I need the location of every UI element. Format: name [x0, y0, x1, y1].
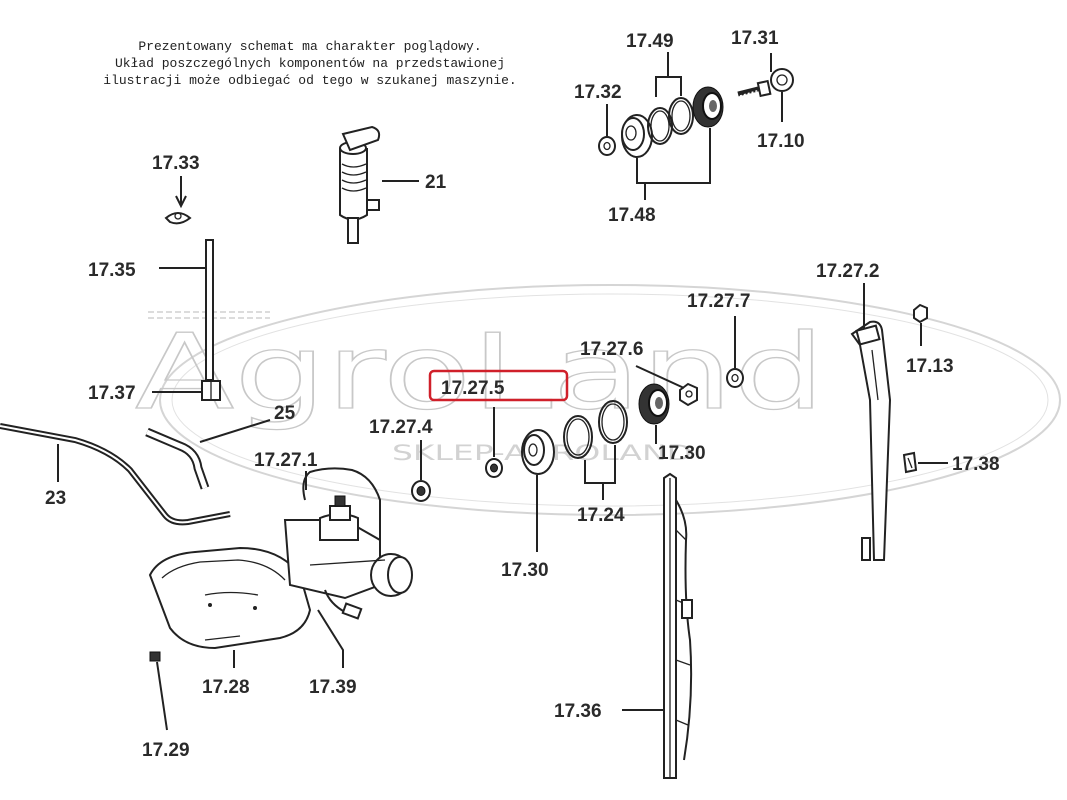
highlight-box-17-27-5: [428, 369, 569, 402]
label-17-27-1[interactable]: 17.27.1: [254, 450, 318, 471]
label-17-27-7[interactable]: 17.27.7: [687, 291, 750, 312]
label-17-24[interactable]: 17.24: [577, 505, 625, 526]
part-17-10-washer: [770, 68, 794, 92]
part-17-36-wiper-blade: [663, 472, 693, 779]
leader-17-48: [636, 128, 711, 184]
leader-17-24: [584, 445, 616, 484]
disclaimer-line-3: ilustracji może odbiegać od tego w szuka…: [103, 73, 517, 88]
label-17-36[interactable]: 17.36: [554, 701, 602, 722]
watermark-ellipse-inner: [171, 293, 1049, 507]
part-17-35-hose: [205, 239, 214, 381]
leader-17-27-6: [635, 365, 685, 389]
label-17-27-2[interactable]: 17.27.2: [816, 261, 879, 282]
part-17-28-cover: [148, 546, 312, 650]
part-17-48-seal: [692, 86, 724, 128]
label-17-30-bushing[interactable]: 17.30: [501, 560, 549, 581]
part-17-38-clip: [902, 451, 918, 474]
part-17-31-bolt: [737, 79, 772, 98]
part-17-29-bolt: [149, 651, 161, 662]
part-labels: 17.49 17.31 17.32 17.10 17.48 17.33 21 1…: [45, 28, 1000, 761]
leader-25: [199, 419, 271, 443]
disclaimer-line-1: Prezentowany schemat ma charakter pogląd…: [138, 39, 482, 54]
part-23-pipe-inner: [0, 425, 231, 524]
part-17-27-1-motor: [283, 467, 413, 620]
part-17-33-clip: [164, 212, 192, 225]
label-17-39[interactable]: 17.39: [309, 677, 357, 698]
part-17-48-bushing: [621, 114, 653, 158]
label-23[interactable]: 23: [45, 488, 66, 509]
label-17-49[interactable]: 17.49: [626, 31, 674, 52]
part-17-27-5-nut: [485, 458, 503, 478]
part-17-27-7-washer: [726, 368, 744, 388]
part-17-27-6-nut: [679, 382, 698, 407]
label-17-32[interactable]: 17.32: [574, 82, 622, 103]
label-17-38[interactable]: 17.38: [952, 454, 1000, 475]
label-17-27-4[interactable]: 17.27.4: [369, 417, 433, 438]
part-21-washer-pump: [339, 125, 381, 244]
label-17-37[interactable]: 17.37: [88, 383, 136, 404]
label-17-29[interactable]: 17.29: [142, 740, 190, 761]
label-17-31[interactable]: 17.31: [731, 28, 779, 49]
label-25[interactable]: 25: [274, 403, 296, 424]
disclaimer-line-2: Układ poszczególnych komponentów na prze…: [114, 56, 506, 71]
part-17-49-orings: [647, 97, 694, 145]
label-17-48[interactable]: 17.48: [608, 205, 656, 226]
leader-17-29: [156, 661, 168, 731]
part-17-24-orings: [563, 400, 628, 459]
disclaimer-note: Prezentowany schemat ma charakter pogląd…: [60, 38, 560, 89]
label-17-10[interactable]: 17.10: [757, 131, 805, 152]
label-17-27-6[interactable]: 17.27.6: [580, 339, 643, 360]
label-17-35[interactable]: 17.35: [88, 260, 136, 281]
part-17-30-seal: [638, 383, 670, 425]
part-17-27-2-wiper-arm: [850, 320, 892, 561]
part-25-hose-inner: [146, 429, 208, 489]
part-17-30-bushing: [521, 429, 555, 475]
label-17-13[interactable]: 17.13: [906, 356, 954, 377]
label-17-28[interactable]: 17.28: [202, 677, 250, 698]
part-17-37-connector: [201, 380, 221, 401]
label-17-27-5[interactable]: 17.27.5: [441, 378, 505, 399]
part-17-13-nut: [913, 303, 928, 324]
leader-17-49: [655, 76, 682, 97]
part-17-27-4-washer: [411, 480, 431, 502]
label-21[interactable]: 21: [425, 172, 447, 193]
leader-17-39: [317, 609, 344, 668]
part-17-32-washer: [598, 136, 616, 156]
label-17-33[interactable]: 17.33: [152, 153, 200, 174]
label-17-30-seal[interactable]: 17.30: [658, 443, 706, 464]
watermark-ellipse: [159, 284, 1061, 516]
leader-17-33-arrow: [175, 195, 187, 209]
